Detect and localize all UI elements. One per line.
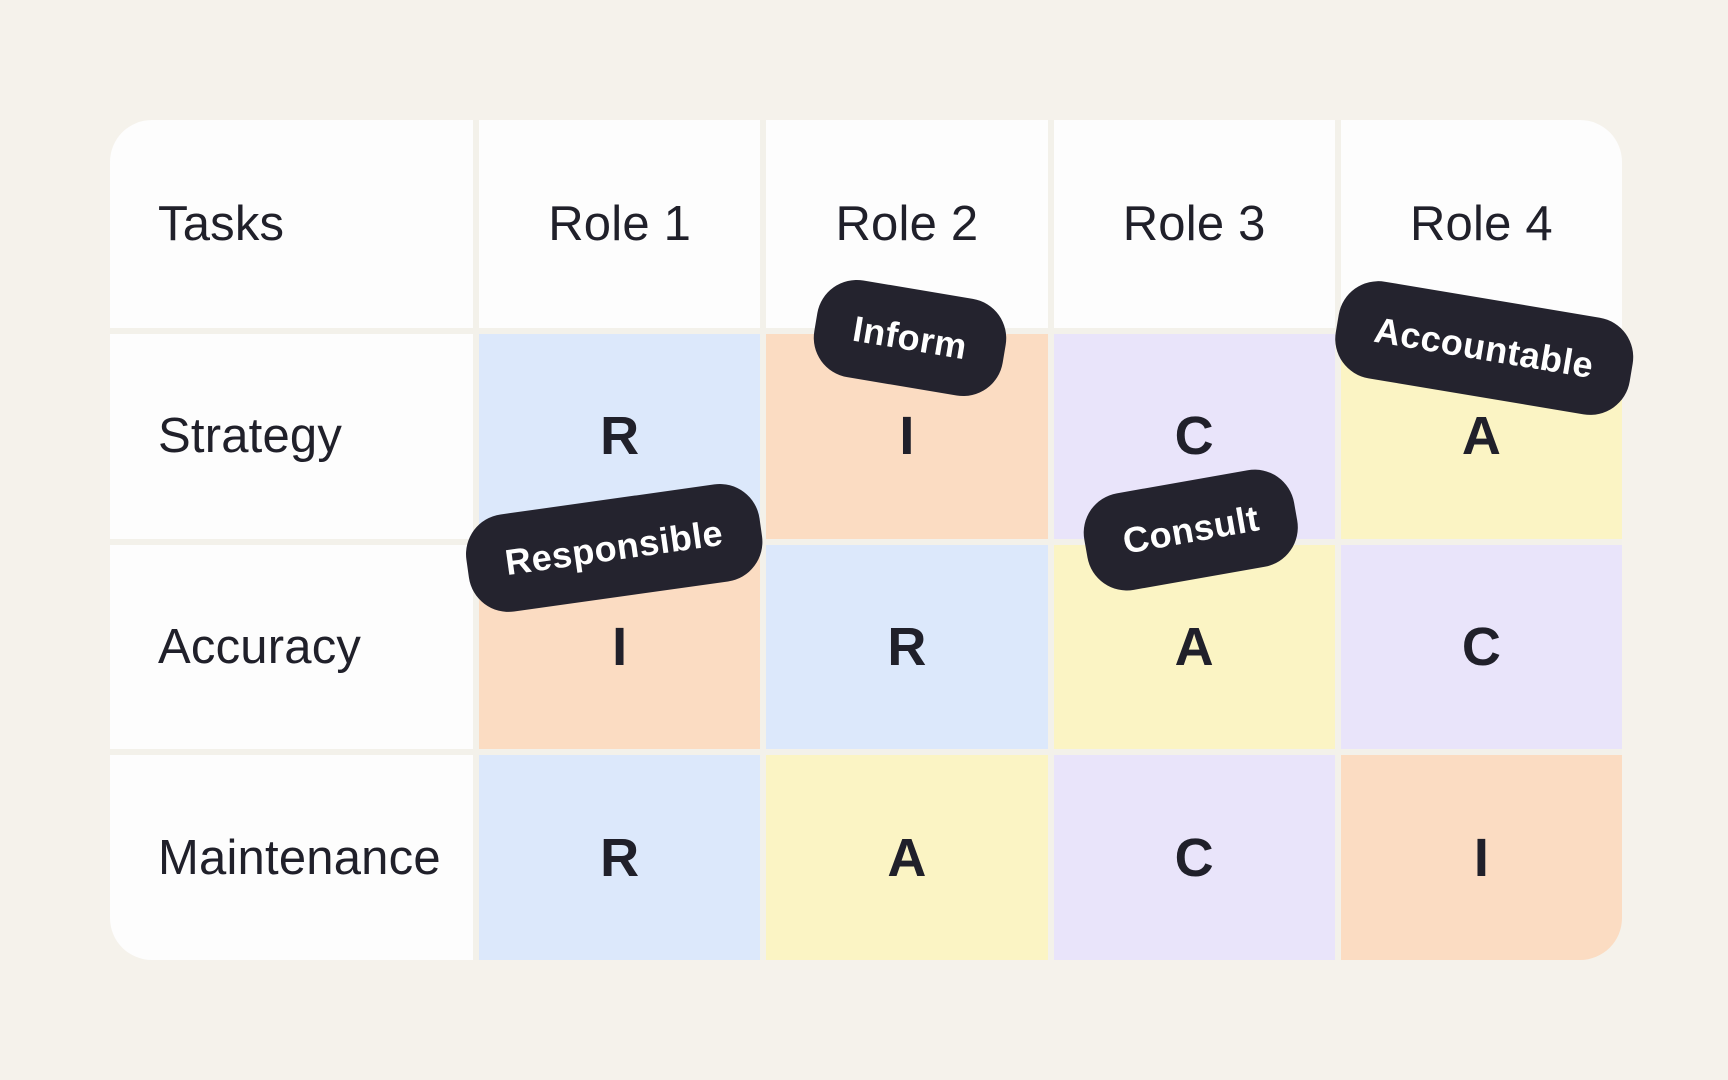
column-header-role-3: Role 3 [1053,120,1335,328]
raci-cell: R [479,755,761,960]
raci-cell: C [1340,544,1622,750]
column-header-role-1: Role 1 [479,120,761,328]
task-label-maintenance: Maintenance [110,755,473,960]
raci-cell: A [766,755,1048,960]
raci-cell: C [1053,755,1335,960]
column-header-tasks: Tasks [110,120,473,328]
raci-table: Tasks Role 1 Role 2 Role 3 Role 4 Strate… [110,120,1622,960]
task-label-strategy: Strategy [110,334,473,539]
raci-cell: I [1340,755,1622,960]
task-label-accuracy: Accuracy [110,544,473,750]
raci-cell: R [766,544,1048,750]
